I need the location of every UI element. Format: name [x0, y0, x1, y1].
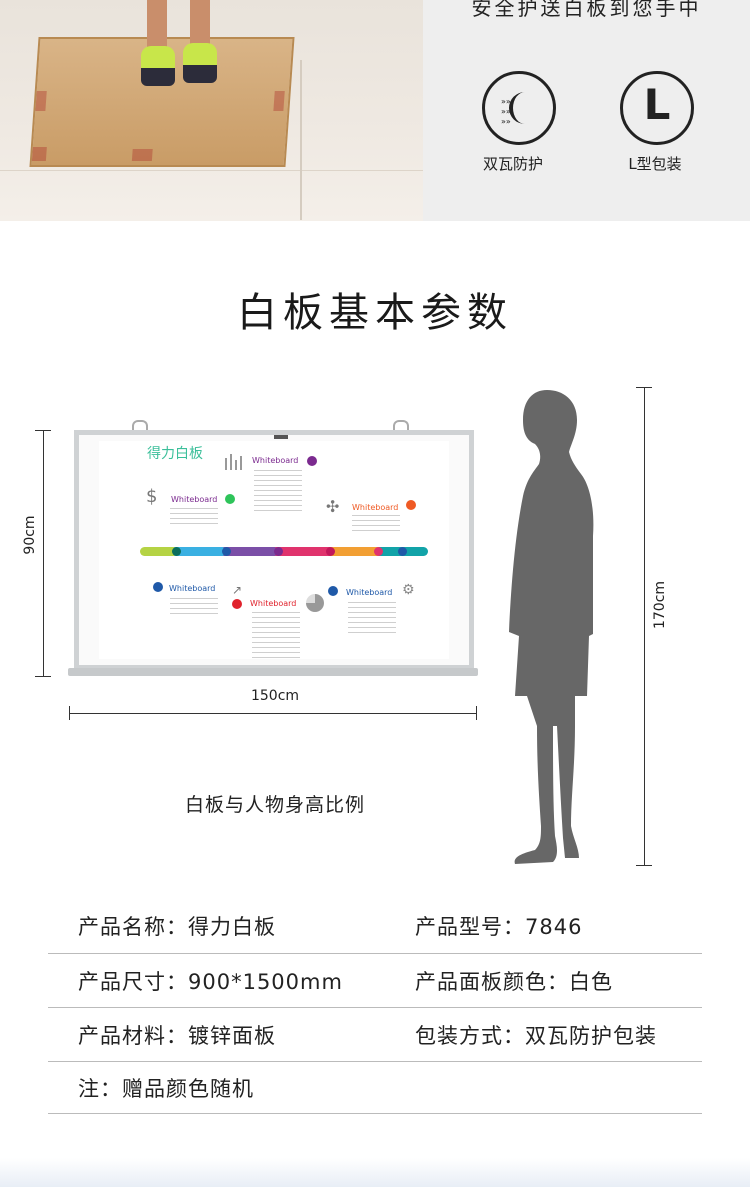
placeholder-text: [170, 508, 218, 528]
shoe: [183, 43, 217, 83]
whiteboard-label: Whiteboard: [169, 584, 216, 593]
spec-divider: [48, 1007, 702, 1008]
timeline-bar: [140, 547, 428, 556]
spec-material: 产品材料：镀锌面板: [78, 1024, 276, 1048]
whiteboard-label: Whiteboard: [346, 588, 393, 597]
letter-l-glyph: L: [643, 80, 671, 129]
placeholder-text: [348, 602, 396, 636]
marker-dot: [328, 586, 338, 596]
trend-icon: ↗: [232, 583, 243, 597]
timeline-node: [222, 547, 231, 556]
bottom-strip: [0, 1158, 750, 1187]
bar-chart-icon: [225, 454, 242, 470]
spec-size: 产品尺寸：900*1500mm: [78, 970, 343, 994]
marker-dot: [232, 599, 242, 609]
height-dimension-line: [43, 430, 44, 676]
marker-dot: [225, 494, 235, 504]
spec-divider: [48, 953, 702, 954]
placeholder-text: [252, 612, 300, 658]
spec-divider: [48, 1113, 702, 1114]
width-dimension-line: [69, 713, 476, 714]
packaging-photo: [0, 0, 423, 221]
feature-label-double-corrugated: 双瓦防护: [482, 155, 543, 173]
pie-chart-icon: [306, 594, 324, 612]
double-corrugated-icon: »» »» »»: [482, 71, 556, 145]
board-title: 得力白板: [147, 446, 203, 462]
svg-text:»»: »»: [501, 117, 511, 126]
spec-model: 产品型号：7846: [415, 915, 583, 939]
board-width-label: 150cm: [250, 688, 300, 704]
packaging-info-panel: [423, 0, 750, 221]
placeholder-text: [254, 470, 302, 514]
placeholder-text: [170, 598, 218, 616]
whiteboard-label: Whiteboard: [252, 456, 299, 465]
feature-label-l-packaging: L型包装: [628, 155, 682, 173]
section-title: 白板基本参数: [237, 290, 513, 336]
person-silhouette: [509, 390, 594, 864]
svg-text:»»: »»: [501, 97, 511, 106]
person-height-label: 170cm: [652, 580, 668, 630]
hook-icon: [393, 420, 409, 432]
spec-panel-color: 产品面板颜色：白色: [415, 970, 613, 994]
placeholder-text: [352, 515, 400, 533]
gears-icon: ⚙: [402, 582, 415, 598]
whiteboard-label: Whiteboard: [352, 503, 399, 512]
marker-dot: [307, 456, 317, 466]
timeline-node: [374, 547, 383, 556]
spec-note: 注：赠品颜色随机: [78, 1077, 254, 1101]
spec-product-name: 产品名称：得力白板: [78, 915, 276, 939]
whiteboard-label: Whiteboard: [171, 495, 218, 504]
hook-icon: [132, 420, 148, 432]
shoe: [141, 46, 175, 86]
diagram-caption: 白板与人物身高比例: [184, 794, 365, 816]
spec-packaging: 包装方式：双瓦防护包装: [415, 1024, 657, 1048]
dollar-icon: $: [146, 486, 158, 507]
marker-dot: [153, 582, 163, 592]
letter-l-icon: L: [620, 71, 694, 145]
packaging-tagline: 安全护送白板到您手中: [471, 0, 702, 20]
svg-text:»»: »»: [501, 107, 511, 116]
marker-dot: [406, 500, 416, 510]
timeline-node: [398, 547, 407, 556]
timeline-node: [172, 547, 181, 556]
timeline-node: [326, 547, 335, 556]
wrench-icon: ✣: [326, 497, 340, 516]
whiteboard-label: Whiteboard: [250, 599, 297, 608]
board-height-label: 90cm: [22, 515, 38, 555]
spec-divider: [48, 1061, 702, 1062]
whiteboard-tray: [68, 668, 478, 676]
person-height-dimension-line: [644, 387, 645, 865]
timeline-node: [274, 547, 283, 556]
